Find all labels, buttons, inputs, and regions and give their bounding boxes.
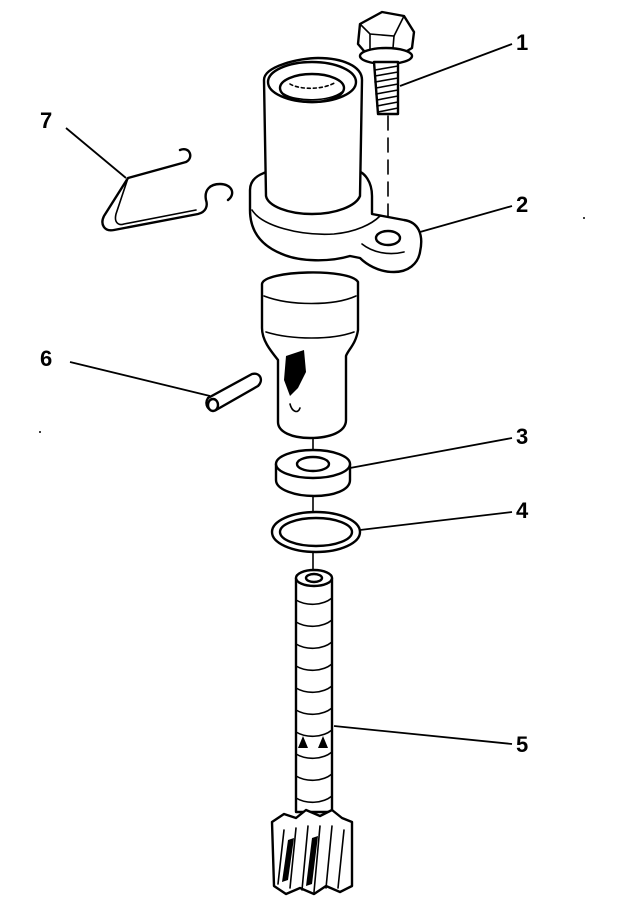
driven-gear-shaft	[270, 568, 354, 896]
retaining-clip	[101, 148, 234, 232]
callout-2: 2	[516, 192, 529, 217]
callout-6: 6	[40, 346, 53, 371]
leader-2	[419, 205, 513, 233]
leader-6	[69, 361, 211, 397]
o-ring	[270, 510, 362, 554]
callout-1: 1	[516, 30, 529, 55]
seal-ring	[274, 448, 352, 498]
callout-3: 3	[516, 424, 529, 449]
leader-3	[349, 437, 513, 469]
leader-1	[399, 43, 513, 87]
leader-4	[359, 511, 513, 531]
bolt	[356, 10, 416, 237]
gear-housing	[248, 56, 423, 440]
speck	[39, 431, 41, 433]
leader-5	[333, 725, 513, 745]
callout-4: 4	[516, 498, 529, 523]
leader-7	[65, 127, 127, 179]
leader-lines	[65, 43, 513, 745]
callout-5: 5	[516, 732, 529, 757]
speck	[583, 217, 585, 219]
roll-pin	[205, 372, 263, 413]
callout-7: 7	[40, 108, 53, 133]
